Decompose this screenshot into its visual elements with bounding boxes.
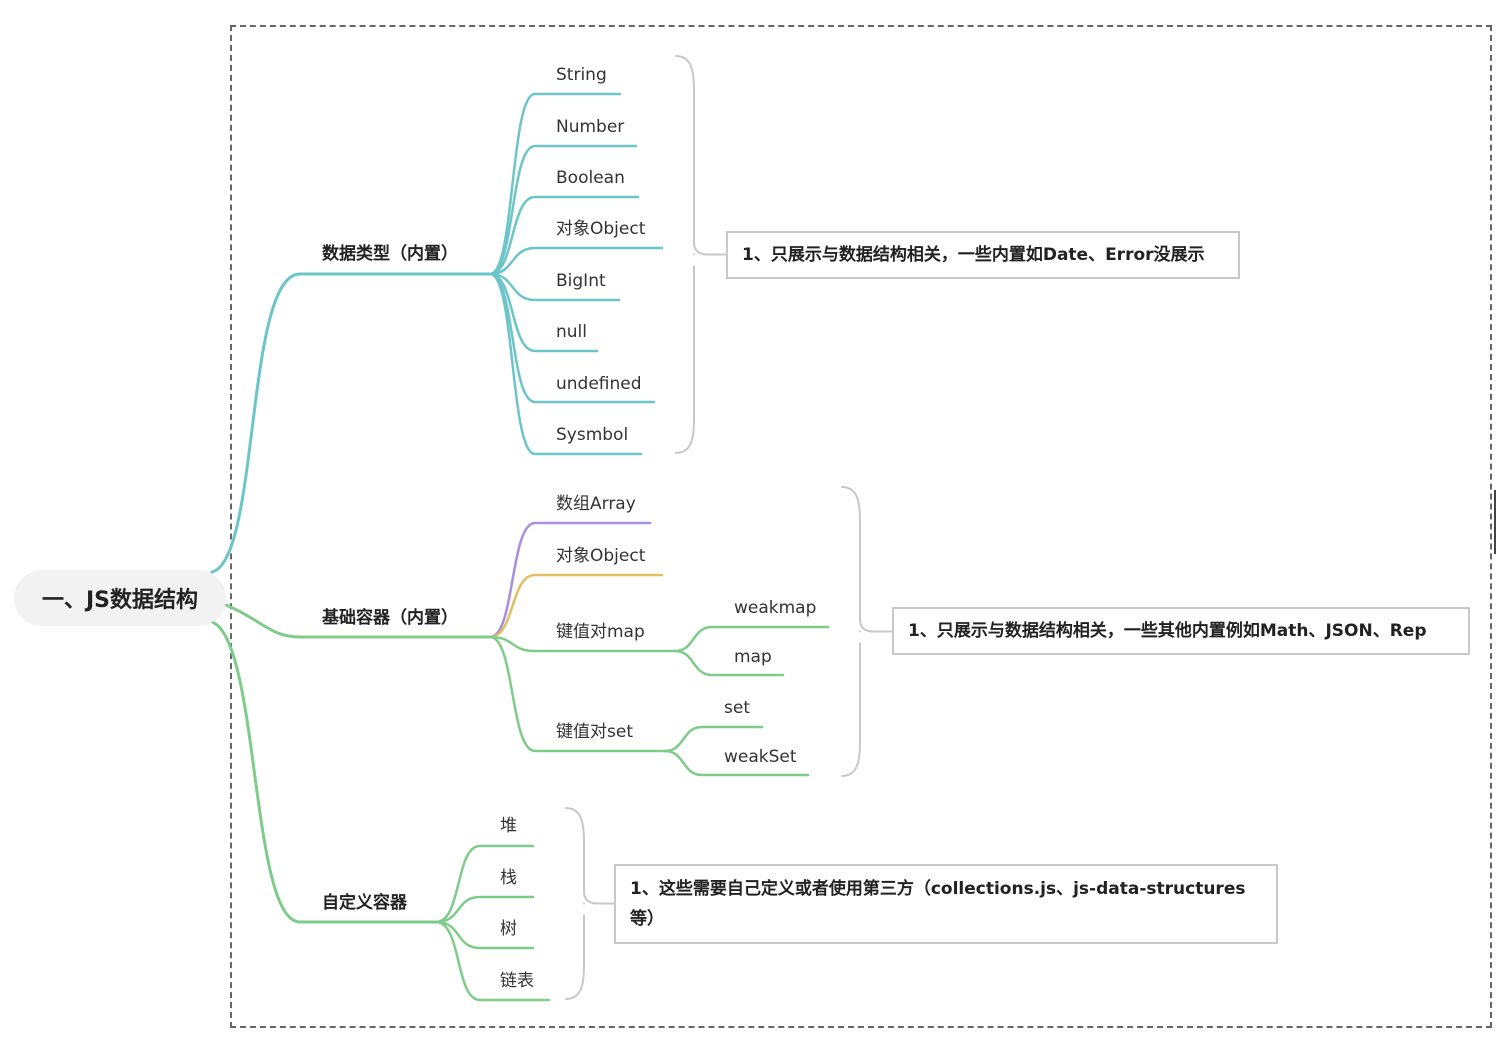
leaf-number[interactable]: Number bbox=[556, 117, 625, 137]
leaf-object-container[interactable]: 对象Object bbox=[556, 546, 646, 566]
leaf-weakmap[interactable]: weakmap bbox=[734, 598, 817, 618]
scroll-edge-marker bbox=[1494, 490, 1500, 554]
leaf-set-group[interactable]: 键值对set bbox=[556, 722, 633, 742]
connector-set bbox=[663, 725, 764, 753]
connector-type-leaf bbox=[488, 195, 640, 276]
connector-type-leaf bbox=[488, 272, 643, 456]
leaf-object[interactable]: 对象Object bbox=[556, 219, 646, 239]
connector-root-containers bbox=[224, 603, 492, 639]
connector-weakmap bbox=[673, 625, 830, 653]
connector-custom-leaf bbox=[434, 844, 535, 924]
leaf-linked-list[interactable]: 链表 bbox=[500, 971, 534, 991]
connector-type-leaf bbox=[488, 144, 638, 276]
leaf-tree[interactable]: 树 bbox=[500, 919, 517, 939]
connector-weakset bbox=[663, 749, 810, 777]
connector-map-group bbox=[488, 635, 677, 653]
leaf-symbol[interactable]: Sysmbol bbox=[556, 425, 629, 445]
leaf-string[interactable]: String bbox=[556, 65, 607, 85]
leaf-set[interactable]: set bbox=[724, 698, 750, 718]
connector-type-leaf bbox=[488, 246, 664, 276]
leaf-array[interactable]: 数组Array bbox=[556, 494, 636, 514]
connector-set-group bbox=[488, 635, 667, 753]
leaf-null[interactable]: null bbox=[556, 322, 587, 342]
leaf-bigint[interactable]: BigInt bbox=[556, 271, 606, 291]
branch-builtin-types[interactable]: 数据类型（内置） bbox=[322, 244, 458, 264]
connector-object-container bbox=[488, 573, 664, 639]
root-topic[interactable]: 一、JS数据结构 bbox=[14, 570, 226, 626]
connector-custom-leaf bbox=[434, 895, 535, 924]
leaf-map[interactable]: map bbox=[734, 647, 772, 667]
connector-map bbox=[673, 649, 785, 677]
note-builtin-types[interactable]: 1、只展示与数据结构相关，一些内置如Date、Error没展示 bbox=[726, 231, 1240, 279]
connector-custom-leaf bbox=[434, 920, 535, 950]
leaf-boolean[interactable]: Boolean bbox=[556, 168, 625, 188]
branch-containers[interactable]: 基础容器（内置） bbox=[322, 608, 458, 628]
branch-custom[interactable]: 自定义容器 bbox=[322, 893, 407, 913]
connector-root-custom bbox=[210, 620, 438, 924]
leaf-undefined[interactable]: undefined bbox=[556, 374, 642, 394]
connector-type-leaf bbox=[488, 272, 621, 302]
note-containers[interactable]: 1、只展示与数据结构相关，一些其他内置例如Math、JSON、Rep bbox=[892, 607, 1470, 655]
leaf-stack[interactable]: 栈 bbox=[500, 868, 517, 888]
leaf-weakset[interactable]: weakSet bbox=[724, 747, 797, 767]
connector-root-types bbox=[210, 272, 492, 574]
boundary-frame bbox=[230, 25, 1492, 1028]
connector-type-leaf bbox=[488, 92, 622, 276]
connector-array bbox=[488, 521, 652, 639]
note-custom[interactable]: 1、这些需要自己定义或者使用第三方（collections.js、js-data… bbox=[614, 864, 1278, 944]
connector-custom-leaf bbox=[434, 920, 551, 1002]
leaf-heap[interactable]: 堆 bbox=[500, 816, 517, 836]
leaf-map-group[interactable]: 键值对map bbox=[556, 622, 645, 642]
